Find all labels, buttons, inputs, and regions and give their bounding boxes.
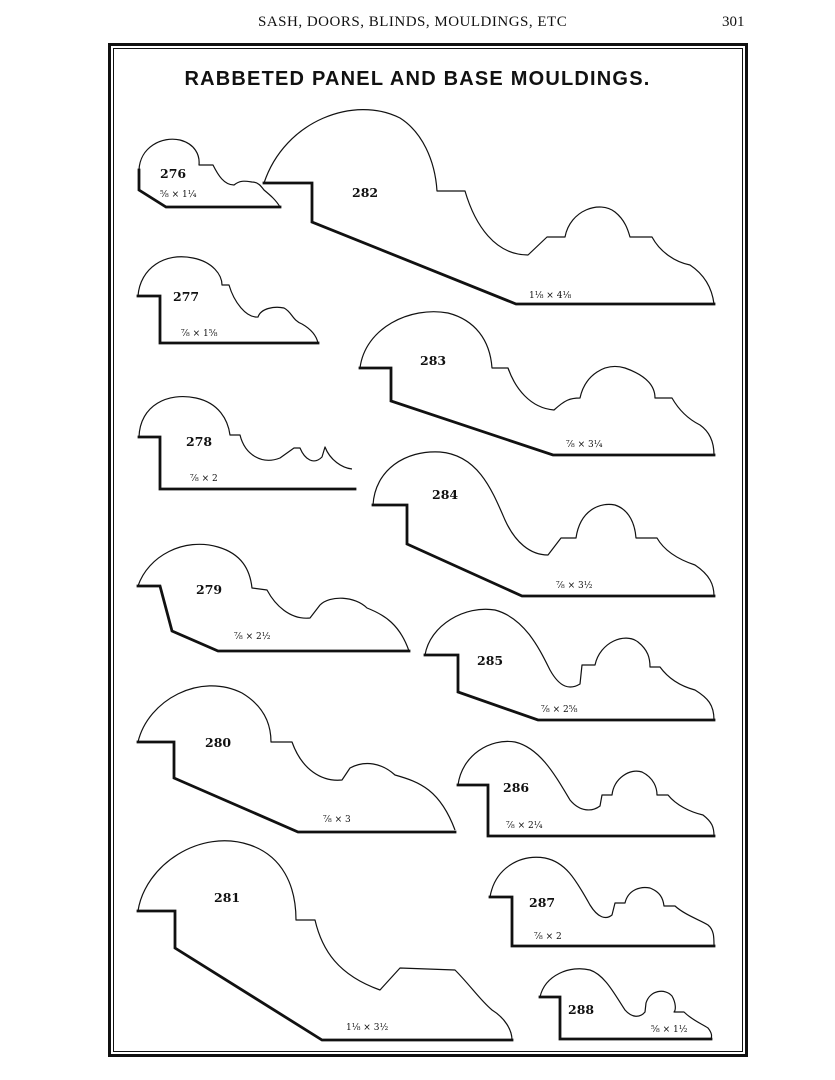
moulding-size: ⅞ × 3¼ [566,439,603,450]
moulding-size: ⅞ × 2⅝ [541,705,578,715]
profile-outline [457,740,715,837]
moulding-size: ⅞ × 2 [190,474,218,484]
profile-outline [137,256,319,344]
page-number: 301 [722,14,745,30]
moulding-size: ⅞ × 3 [323,815,351,825]
moulding-283: 283 ⅞ × 3¼ [358,311,716,457]
moulding-288: 288 ⅝ × 1½ [538,968,713,1041]
moulding-size: 1⅛ × 3½ [346,1022,388,1033]
profile-base [371,503,716,598]
profile-outline [539,968,713,1040]
running-head: SASH, DOORS, BLINDS, MOULDINGS, ETC [258,14,568,30]
moulding-number: 277 [173,289,199,304]
moulding-279: 279 ⅞ × 2½ [136,543,411,653]
moulding-number: 284 [432,487,458,502]
moulding-size: 1⅛ × 4⅛ [529,291,571,301]
profile-base [136,740,457,834]
moulding-size: ⅞ × 2 [534,932,562,942]
moulding-276: 276 ⅝ × 1¼ [137,138,282,209]
profile-base [488,895,716,948]
moulding-number: 276 [160,166,186,181]
profile-outline [138,138,281,208]
profile-outline [359,311,715,456]
profile-base [262,181,716,306]
moulding-size: ⅝ × 1¼ [160,189,197,200]
profile-base [538,995,713,1041]
moulding-277: 277 ⅞ × 1⅝ [136,256,320,345]
profile-outline [424,608,715,721]
moulding-size: ⅞ × 1⅝ [181,329,218,339]
profile-base [136,294,320,345]
moulding-size: ⅞ × 2¼ [506,820,543,831]
profile-outline [489,856,715,947]
profile-base [137,168,282,209]
profile-outline [137,840,513,1041]
profile-base [136,909,514,1042]
profile-base [456,783,716,838]
profile-base [423,653,716,722]
moulding-number: 281 [214,890,240,905]
moulding-number: 279 [196,582,222,597]
moulding-286: 286 ⅞ × 2¼ [456,740,716,838]
moulding-number: 280 [205,735,231,750]
profile-outline [137,685,456,831]
profile-outline [138,396,353,470]
plate-title: RABBETED PANEL AND BASE MOULDINGS. [184,68,651,90]
profile-base [137,435,357,491]
moulding-281: 281 1⅛ × 3½ [136,840,514,1042]
moulding-size: ⅝ × 1½ [651,1024,688,1035]
plate-border [108,43,748,1057]
moulding-number: 285 [477,653,503,668]
profile-base [358,366,716,457]
moulding-number: 283 [420,353,446,368]
moulding-size: ⅞ × 3½ [556,580,593,591]
moulding-number: 287 [529,895,555,910]
moulding-282: 282 1⅛ × 4⅛ [262,109,716,306]
profile-outline [372,451,715,597]
moulding-285: 285 ⅞ × 2⅝ [423,608,716,722]
moulding-287: 287 ⅞ × 2 [488,856,716,948]
moulding-280: 280 ⅞ × 3 [136,685,457,834]
moulding-number: 282 [352,185,378,200]
moulding-284: 284 ⅞ × 3½ [371,451,716,598]
moulding-278: 278 ⅞ × 2 [137,396,357,491]
moulding-number: 278 [186,434,212,449]
moulding-number: 286 [503,780,529,795]
profile-outline [263,109,715,305]
moulding-number: 288 [568,1002,594,1017]
moulding-size: ⅞ × 2½ [234,631,271,642]
profile-outline [137,543,410,652]
profile-base [136,584,411,653]
plate-inner-border [113,48,743,1052]
